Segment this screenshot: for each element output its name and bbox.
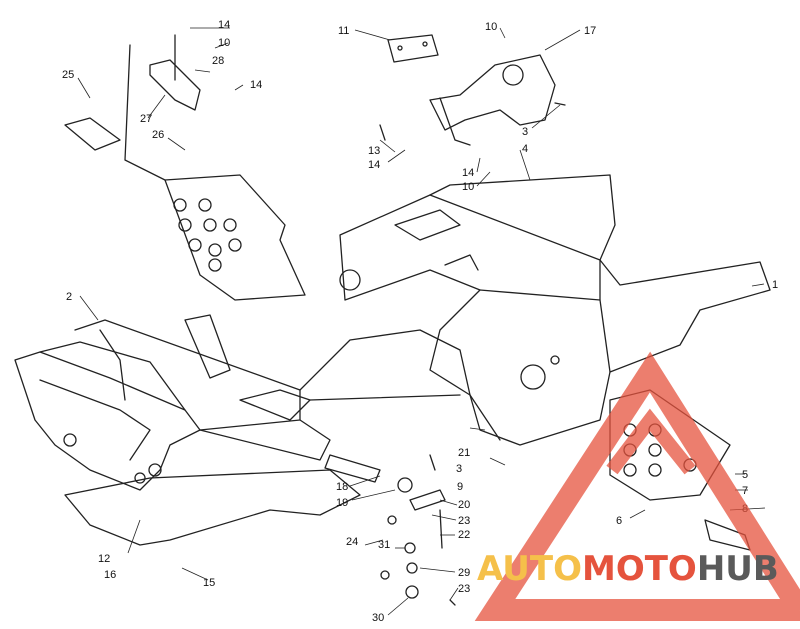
callout-4: 4 xyxy=(522,143,528,155)
bracket-27 xyxy=(124,34,201,181)
callout-10: 10 xyxy=(462,181,474,193)
callout-17: 17 xyxy=(584,25,596,37)
callout-23: 23 xyxy=(458,515,470,527)
callout-10: 10 xyxy=(218,37,230,49)
callout-29: 29 xyxy=(458,567,470,579)
callout-22: 22 xyxy=(458,529,470,541)
callout-21: 21 xyxy=(458,447,470,459)
callout-26: 26 xyxy=(152,129,164,141)
callout-6: 6 xyxy=(616,515,622,527)
skid-plate xyxy=(64,469,361,546)
callout-13: 13 xyxy=(368,145,380,157)
callout-20: 20 xyxy=(458,499,470,511)
callout-10: 10 xyxy=(485,21,497,33)
upper-footrest xyxy=(164,174,306,301)
callout-19: 19 xyxy=(336,497,348,509)
main-frame xyxy=(339,174,771,446)
callout-14: 14 xyxy=(462,167,474,179)
bracket-25 xyxy=(64,117,121,151)
watermark-moto: MOTO xyxy=(582,549,697,589)
watermark-hub: HUB xyxy=(697,549,779,589)
watermark-auto: AUTO xyxy=(477,549,582,589)
callout-3: 3 xyxy=(456,463,462,475)
watermark: AUTOMOTOHUB xyxy=(474,351,800,621)
callout-5: 5 xyxy=(742,469,748,481)
plate-11 xyxy=(387,34,439,63)
callout-14: 14 xyxy=(250,79,262,91)
linkage-parts xyxy=(324,454,446,599)
callout-14: 14 xyxy=(218,19,230,31)
callout-28: 28 xyxy=(212,55,224,67)
callout-labels: 1233456789101010111213141414141516171819… xyxy=(62,19,778,624)
callout-1: 1 xyxy=(772,279,778,291)
bolts xyxy=(379,102,566,606)
callout-2: 2 xyxy=(66,291,72,303)
steering-bracket xyxy=(429,54,556,146)
callout-30: 30 xyxy=(372,612,384,624)
callout-25: 25 xyxy=(62,69,74,81)
callout-9: 9 xyxy=(457,481,463,493)
leader-lines xyxy=(77,27,766,616)
callout-15: 15 xyxy=(203,577,215,589)
callout-12: 12 xyxy=(98,553,110,565)
callout-18: 18 xyxy=(336,481,348,493)
callout-7: 7 xyxy=(742,485,748,497)
svg-text:AUTOMOTOHUB: AUTOMOTOHUB xyxy=(477,549,779,589)
callout-31: 31 xyxy=(378,539,390,551)
callout-3: 3 xyxy=(522,126,528,138)
callout-11: 11 xyxy=(338,25,349,37)
callout-24: 24 xyxy=(346,536,358,548)
callout-14: 14 xyxy=(368,159,380,171)
callout-27: 27 xyxy=(140,113,152,125)
callout-23: 23 xyxy=(458,583,470,595)
callout-16: 16 xyxy=(104,569,116,581)
front-bulkhead xyxy=(14,314,471,491)
